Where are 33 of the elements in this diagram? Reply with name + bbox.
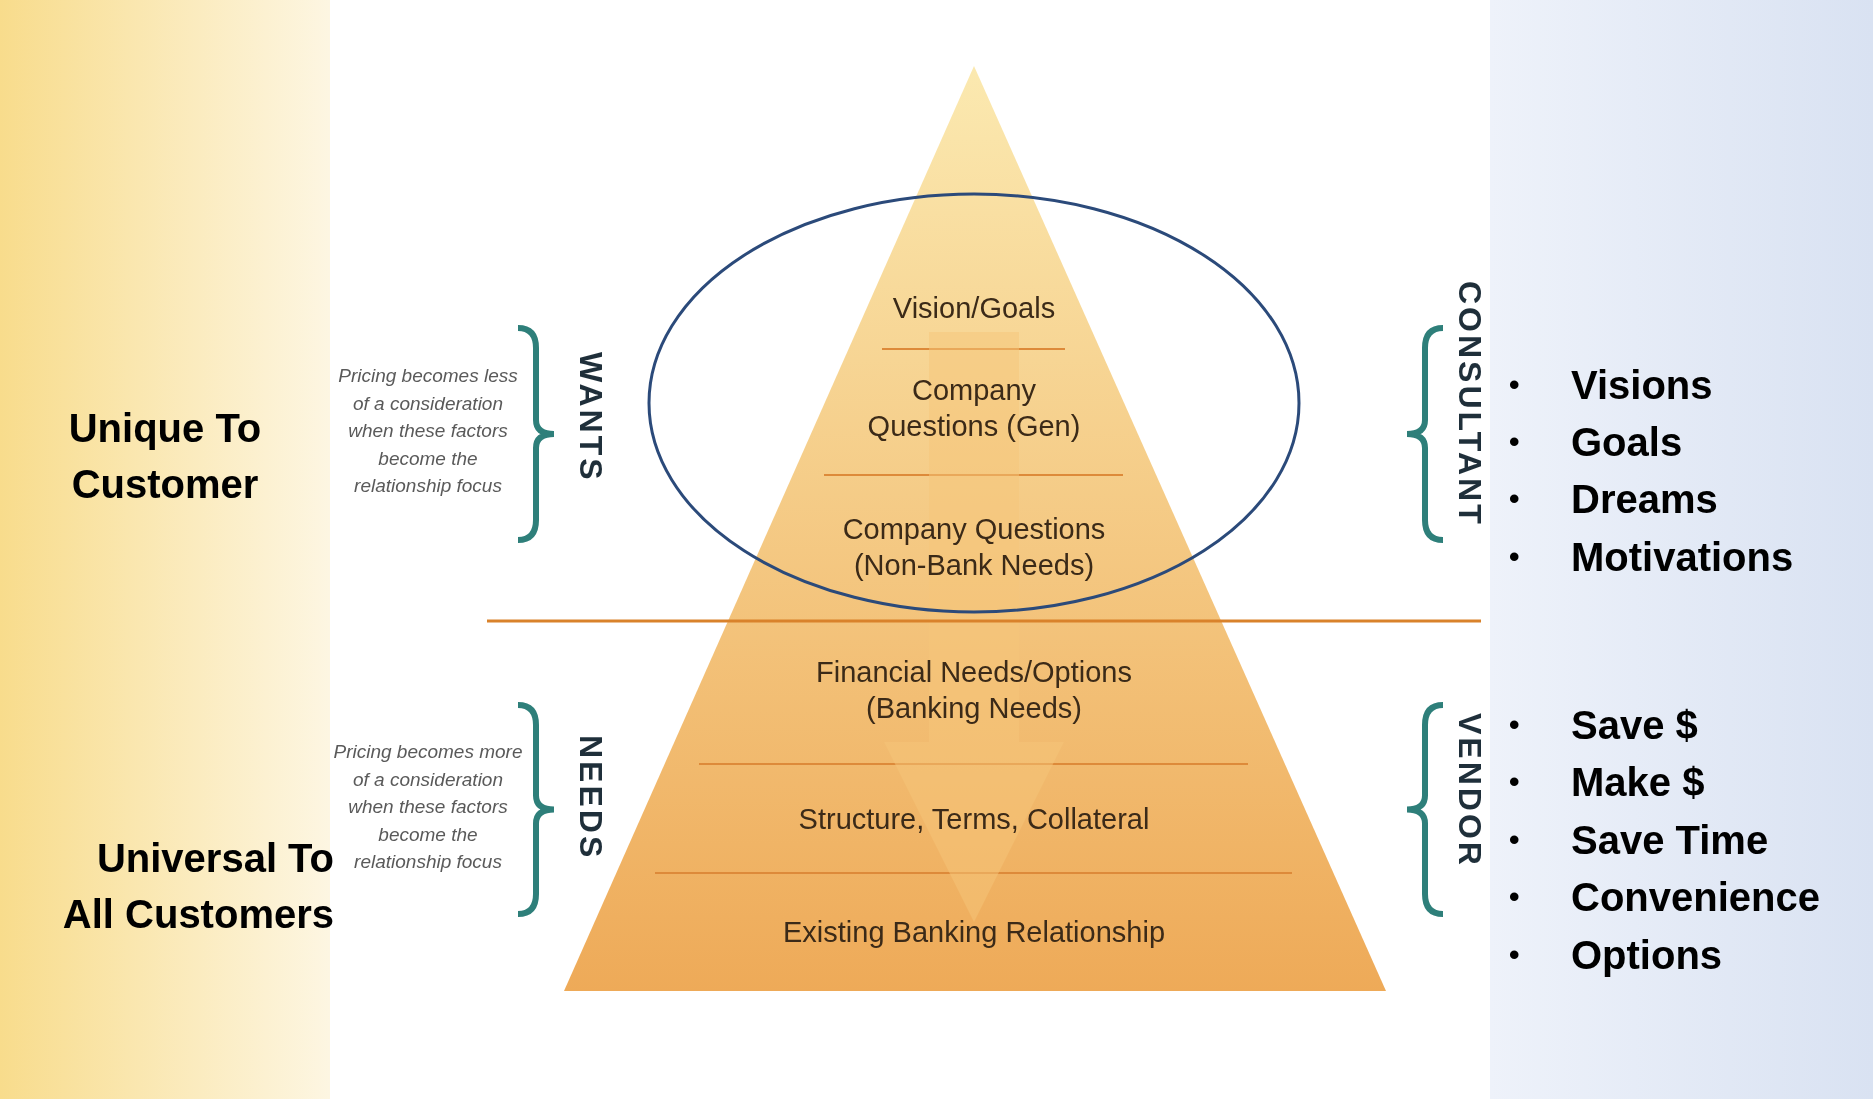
bullet-mark: • [1509,879,1520,915]
bullet-item: Motivations [1571,534,1794,581]
block-arrow [884,332,1064,922]
bullet-mark: • [1509,822,1520,858]
bullet-item: Dreams [1571,476,1718,523]
side-heading: Unique To Customer [67,405,263,508]
category-label: WANTS [572,352,609,483]
bullet-item: Save Time [1571,817,1769,864]
bullet-mark: • [1509,481,1520,517]
pricing-note: Pricing becomes less of a consideration when these factors become the relationship focus [337,364,519,499]
pyramid-level-text: Structure, Terms, Collateral [714,800,1234,838]
side-heading: Universal To All Customers [61,835,334,938]
bullet-item: Visions [1571,362,1713,409]
pyramid-level-text: Company Questions (Gen) [844,371,1104,445]
bullet-item: Options [1571,932,1723,979]
pricing-note: Pricing becomes more of a consideration when these factors become the relationship focus [333,740,524,875]
pyramid-level-text: Company Questions (Non-Bank Needs) [804,510,1144,584]
pyramid-level-text: Existing Banking Relationship [694,913,1254,951]
bullet-mark: • [1509,539,1520,575]
bullet-item: Make $ [1571,759,1705,806]
bullet-mark: • [1509,707,1520,743]
bullet-item: Goals [1571,419,1683,466]
bullet-mark: • [1509,424,1520,460]
bullet-mark: • [1509,937,1520,973]
bullet-item: Save $ [1571,702,1698,749]
bullet-item: Convenience [1571,874,1820,921]
pyramid-level-text: Vision/Goals [844,289,1104,327]
category-label: CONSULTANT [1451,281,1488,527]
pyramid-level-text: Financial Needs/Options (Banking Needs) [779,653,1169,727]
bullet-mark: • [1509,367,1520,403]
category-label: VENDOR [1451,713,1488,868]
category-label: NEEDS [572,735,609,861]
bullet-mark: • [1509,764,1520,800]
